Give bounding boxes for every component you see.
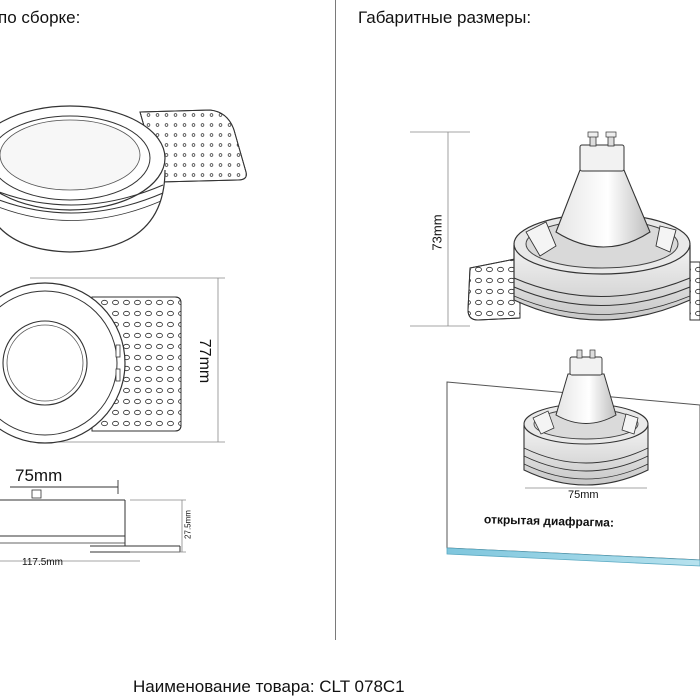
section-divider (335, 0, 336, 640)
fixture-plan-view (0, 277, 225, 444)
dimension-label-73mm: 73mm (429, 214, 445, 251)
assembly-heading: по сборке: (0, 8, 81, 27)
lamp-assembly-view (410, 131, 700, 327)
dimensions-heading: Габаритные размеры: (358, 8, 532, 27)
dimension-label-117-5mm: 117.5mm (22, 557, 63, 568)
ceiling-panel-view (446, 349, 700, 567)
product-name: Наименование товара: CLT 078C1 (133, 677, 405, 696)
fixture-side-view (0, 480, 186, 562)
dimension-label-27-5mm: 27.5mm (183, 510, 193, 539)
fixture-perspective (0, 105, 247, 253)
dimension-label-75mm-panel: 75mm (568, 489, 599, 501)
dimension-label-77mm: 77mm (196, 338, 213, 384)
dimension-label-75mm-plan: 75mm (15, 466, 63, 485)
